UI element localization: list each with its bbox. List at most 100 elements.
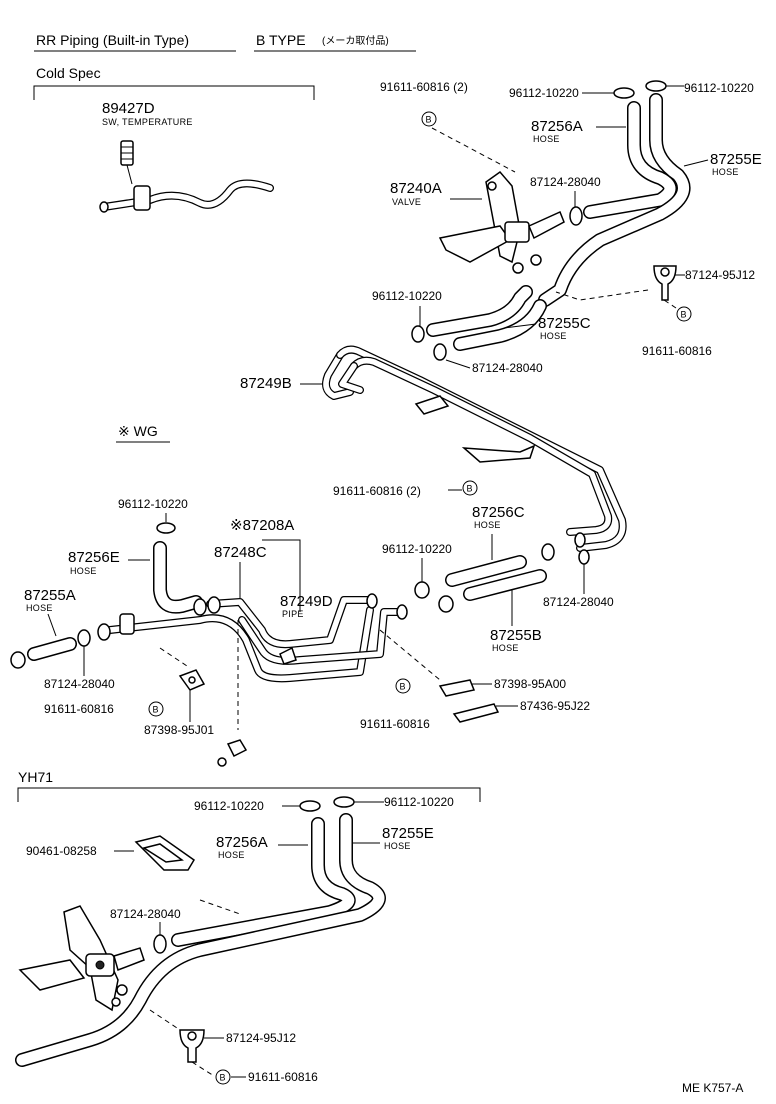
label-96112-yh-right: 96112-10220 <box>384 795 454 809</box>
clamp-icon <box>574 532 586 548</box>
valve-yh71-icon <box>18 905 145 1012</box>
label-87255A: 87255A <box>24 587 76 604</box>
hose-87255E-icon <box>538 93 691 307</box>
hose-87256E-icon <box>153 541 203 614</box>
label-91611-60816-a: 91611-60816 <box>642 344 712 358</box>
clamp-icon <box>438 595 454 613</box>
label-87256E-wg: 87256E <box>68 549 120 566</box>
clip-icon <box>217 739 248 767</box>
hose-clamp-icon <box>433 343 447 361</box>
clamp-icon <box>578 549 590 565</box>
hose-87256A-yh-icon <box>171 817 356 947</box>
label-87208A: ※87208A <box>230 517 294 534</box>
footer-code: ME K757-A <box>682 1081 743 1095</box>
clamp-icon <box>613 80 667 99</box>
bracket-clamp-icon <box>653 265 677 301</box>
desc-87255A: HOSE <box>26 603 53 613</box>
clamp-icon <box>414 581 430 599</box>
hose-87256A-icon <box>583 101 677 219</box>
hose-clamp-icon <box>569 206 583 226</box>
label-87255E-yh: 87255E <box>382 825 434 842</box>
label-87398-95J01: 87398-95J01 <box>144 723 214 737</box>
label-87256A-yh: 87256A <box>216 834 268 851</box>
diagram-title: RR Piping (Built-in Type) <box>36 32 189 48</box>
label-87124-28040-b: 87124-28040 <box>472 361 543 375</box>
desc-87256E-wg: HOSE <box>70 566 97 576</box>
pipe-87249B-icon <box>322 345 627 552</box>
desc-87249D: PIPE <box>282 609 304 619</box>
hose-clamp-icon <box>77 629 91 647</box>
label-87124-28040-e: 87124-28040 <box>110 907 181 921</box>
label-96112-mid: 96112-10220 <box>372 289 442 303</box>
label-89427D: 89427D <box>102 100 155 117</box>
hose-87256C-icon <box>445 555 547 601</box>
desc-87255B: HOSE <box>492 643 519 653</box>
clamp-icon <box>333 796 355 808</box>
bracket-clamp-icon <box>179 1029 205 1063</box>
desc-89427D: SW, TEMPERATURE <box>102 117 193 127</box>
svg-text:B: B <box>400 682 406 692</box>
label-87248C: 87248C <box>214 544 267 561</box>
bolt-symbol-icon: B <box>421 111 437 127</box>
hose-clamp-icon <box>153 934 167 954</box>
clamp-icon <box>97 623 111 641</box>
label-87255C: 87255C <box>538 315 591 332</box>
clamp-icon <box>411 325 425 343</box>
label-91611-60816-d: 91611-60816 <box>248 1070 318 1084</box>
label-87398-95A00: 87398-95A00 <box>494 677 566 691</box>
label-87124-28040-d: 87124-28040 <box>543 595 614 609</box>
label-87255B: 87255B <box>490 627 542 644</box>
label-96112-top-left: 96112-10220 <box>509 86 579 100</box>
bracket-87436-icon <box>452 703 500 723</box>
label-91611-60816-2-top: 91611-60816 (2) <box>380 80 468 94</box>
label-90461-08258: 90461-08258 <box>26 844 97 858</box>
bolt-symbol-icon: B <box>148 701 164 717</box>
label-87240A: 87240A <box>390 180 442 197</box>
label-87256C: 87256C <box>472 504 525 521</box>
desc-87255E-yh: HOSE <box>384 841 411 851</box>
label-87249D: 87249D <box>280 593 333 610</box>
svg-text:B: B <box>220 1073 226 1083</box>
band-clamp-icon <box>134 835 196 871</box>
hose-87255C-icon <box>426 285 547 351</box>
clamp-icon <box>299 800 321 812</box>
desc-87240A: VALVE <box>392 197 421 207</box>
svg-text:B: B <box>681 310 687 320</box>
label-87255E: 87255E <box>710 151 762 168</box>
svg-text:B: B <box>467 484 473 494</box>
hose-clamp-icon <box>541 543 555 561</box>
label-87124-28040-c: 87124-28040 <box>44 677 115 691</box>
desc-87256A: HOSE <box>533 134 560 144</box>
clamp-icon <box>156 522 176 534</box>
temperature-switch-icon <box>120 140 134 185</box>
label-96112-yh-left: 96112-10220 <box>194 799 264 813</box>
svg-text:B: B <box>426 115 432 125</box>
pipe-87248C-icon <box>106 593 408 683</box>
clamp-icon <box>10 651 26 669</box>
bracket-icon <box>178 669 206 691</box>
desc-87255C: HOSE <box>540 331 567 341</box>
section-cold-spec: Cold Spec <box>36 65 101 81</box>
label-87436-95J22: 87436-95J22 <box>520 699 590 713</box>
label-96112-top-right: 96112-10220 <box>684 81 754 95</box>
valve-87240A-icon <box>438 170 565 274</box>
bolt-symbol-icon: B <box>395 678 411 694</box>
type-note: (メーカ取付品) <box>322 34 389 47</box>
desc-87255E: HOSE <box>712 167 739 177</box>
cold-spec-pipe-icon <box>99 179 274 213</box>
hose-87255A-icon <box>27 637 77 661</box>
bolt-symbol-icon: B <box>462 480 478 496</box>
label-91611-60816-2-mid: 91611-60816 (2) <box>333 484 421 498</box>
section-yh71: YH71 <box>18 769 53 785</box>
bolt-symbol-icon: B <box>676 306 692 322</box>
svg-text:B: B <box>153 705 159 715</box>
label-91611-60816-b: 91611-60816 <box>44 702 114 716</box>
label-96112-wg-right: 96112-10220 <box>382 542 452 556</box>
type-label: B TYPE <box>256 32 306 48</box>
label-87124-95J12: 87124-95J12 <box>685 268 755 282</box>
label-96112-wg: 96112-10220 <box>118 497 188 511</box>
bracket-87398-icon <box>438 679 476 697</box>
label-87256A: 87256A <box>531 118 583 135</box>
hose-87255E-yh-icon <box>15 813 386 1067</box>
